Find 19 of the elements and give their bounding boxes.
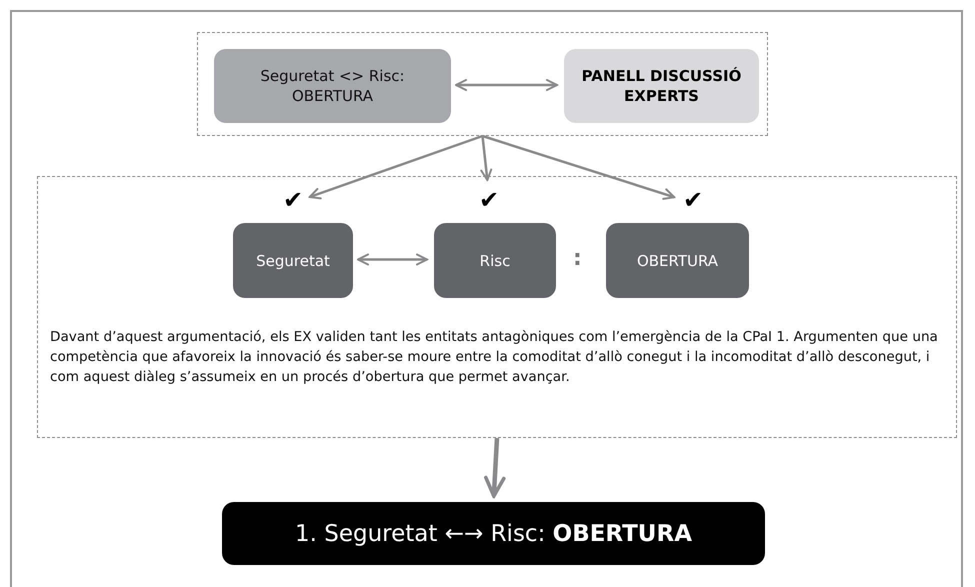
process-box: Seguretat xyxy=(233,223,353,298)
dashed-group-frame xyxy=(37,176,957,438)
arrow xyxy=(480,136,492,182)
process-box: Risc xyxy=(434,223,556,298)
check-mark: ✔ xyxy=(281,187,305,213)
arrow xyxy=(455,79,558,91)
result-box: 1. Seguretat ←→ Risc: OBERTURA xyxy=(222,502,765,565)
arrow xyxy=(357,254,428,266)
check-mark: ✔ xyxy=(681,187,705,213)
arrow xyxy=(484,438,506,498)
dashed-group-frame xyxy=(197,32,768,136)
arrow xyxy=(308,134,483,200)
process-box: OBERTURA xyxy=(606,223,749,298)
arrow xyxy=(482,134,676,200)
process-box: PANELL DISCUSSIÓ EXPERTS xyxy=(564,49,759,123)
paragraph: Davant d’aquest argumentació, els EX validen tant les entitats antagòniques com l’emergència de la CPaI 1. Argumenten que una competència que afavoreix la innovació és saber-se moure entre la comoditat d’allò conegut i la incomoditat d’allò desconegut, i com aquest diàleg s’assumeix en un procés d’obertura que permet avançar. xyxy=(50,328,939,387)
process-box: Seguretat <> Risc: OBERTURA xyxy=(214,49,451,123)
check-mark: ✔ xyxy=(477,187,501,213)
separator-colon: : xyxy=(573,248,582,270)
